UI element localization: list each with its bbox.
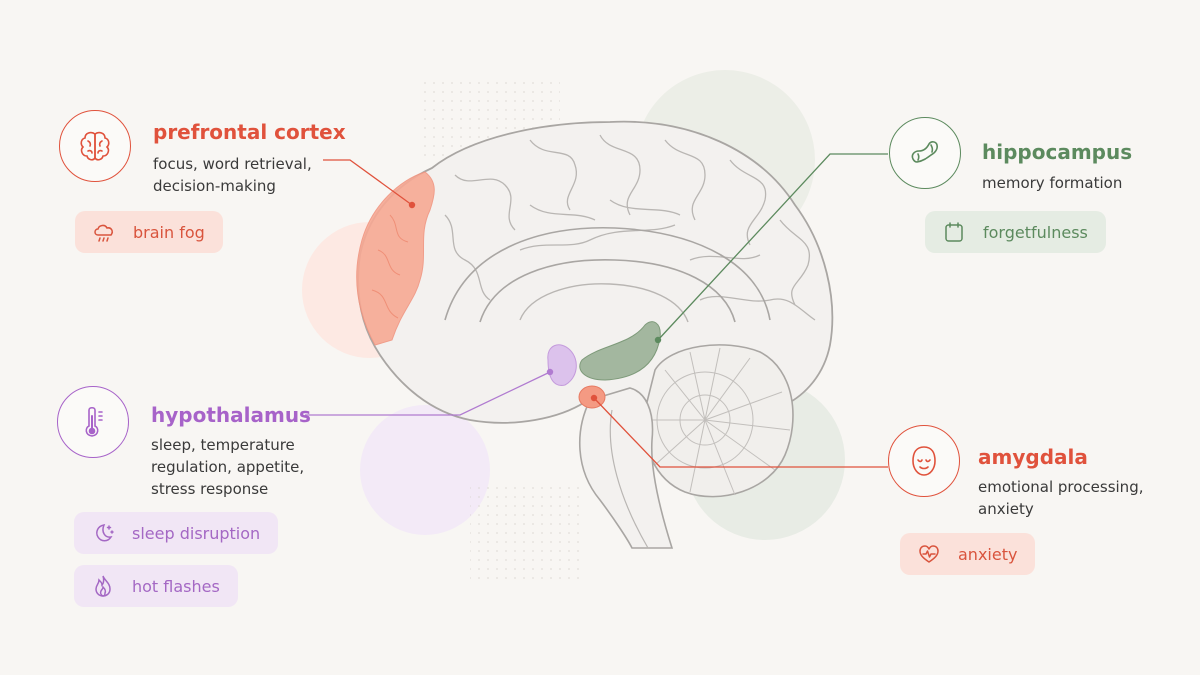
hippocampus-desc-line: memory formation (982, 174, 1123, 192)
hypothalamus-anchor-dot (546, 368, 554, 376)
symptom-chip-forgetfulness: forgetfulness (925, 211, 1106, 253)
symptom-label: anxiety (958, 544, 1018, 564)
symptom-chip-hot-flashes: hot flashes (74, 565, 238, 607)
gyri-folds (444, 134, 816, 321)
hypothalamus-desc-line: stress response (151, 480, 269, 498)
brain-icon (59, 110, 131, 182)
hypothalamus-description: sleep, temperature regulation, appetite,… (151, 434, 304, 500)
hippocampus-title: hippocampus (982, 140, 1133, 164)
corpus-callosum-inner (479, 259, 736, 323)
hypothalamus-desc-line: sleep, temperature (151, 436, 295, 454)
amygdala-anchor-dot (590, 394, 598, 402)
brainstem (578, 387, 674, 549)
hypothalamus-desc-line: regulation, appetite, (151, 458, 305, 476)
hippocampus-description: memory formation (982, 172, 1122, 194)
amygdala-title: amygdala (978, 445, 1088, 469)
pfc-title: prefrontal cortex (153, 120, 346, 144)
amygdala-desc-line: emotional processing, (978, 478, 1144, 496)
symptom-chip-anxiety: anxiety (900, 533, 1036, 575)
thermometer-icon (57, 386, 129, 458)
pfc-description: focus, word retrieval, decision-making (153, 153, 312, 197)
pfc-desc-line: focus, word retrieval, (153, 155, 312, 173)
amygdala-description: emotional processing, anxiety (978, 476, 1143, 520)
flame-icon (90, 573, 116, 599)
symptom-label: brain fog (133, 222, 205, 242)
hippocampus-anchor-dot (654, 336, 662, 344)
calendar-icon (941, 219, 967, 245)
symptom-chip-brain-fog: brain fog (75, 211, 223, 253)
moon-stars-icon (90, 520, 116, 546)
symptom-label: hot flashes (132, 576, 220, 596)
pfc-anchor-dot (408, 201, 416, 209)
symptom-label: forgetfulness (983, 222, 1088, 242)
corpus-callosum-outer (444, 226, 771, 321)
connector-lines (305, 153, 888, 468)
prefrontal-region-highlight (356, 171, 435, 346)
symptom-chip-sleep-disruption: sleep disruption (74, 512, 279, 554)
heart-pulse-icon (916, 541, 942, 567)
amygdala-desc-line: anxiety (978, 500, 1034, 518)
hypothalamus-title: hypothalamus (151, 403, 311, 427)
cloud-rain-icon (91, 219, 117, 245)
cerebellum (643, 344, 794, 498)
pfc-desc-line: decision-making (153, 177, 276, 195)
lavender-backdrop (360, 405, 490, 535)
fornix (519, 283, 689, 323)
face-icon (888, 425, 960, 497)
hypothalamus-region-highlight (547, 344, 577, 386)
dot-texture-bottom (470, 480, 580, 580)
seahorse-icon (889, 117, 961, 189)
symptom-label: sleep disruption (132, 523, 261, 543)
